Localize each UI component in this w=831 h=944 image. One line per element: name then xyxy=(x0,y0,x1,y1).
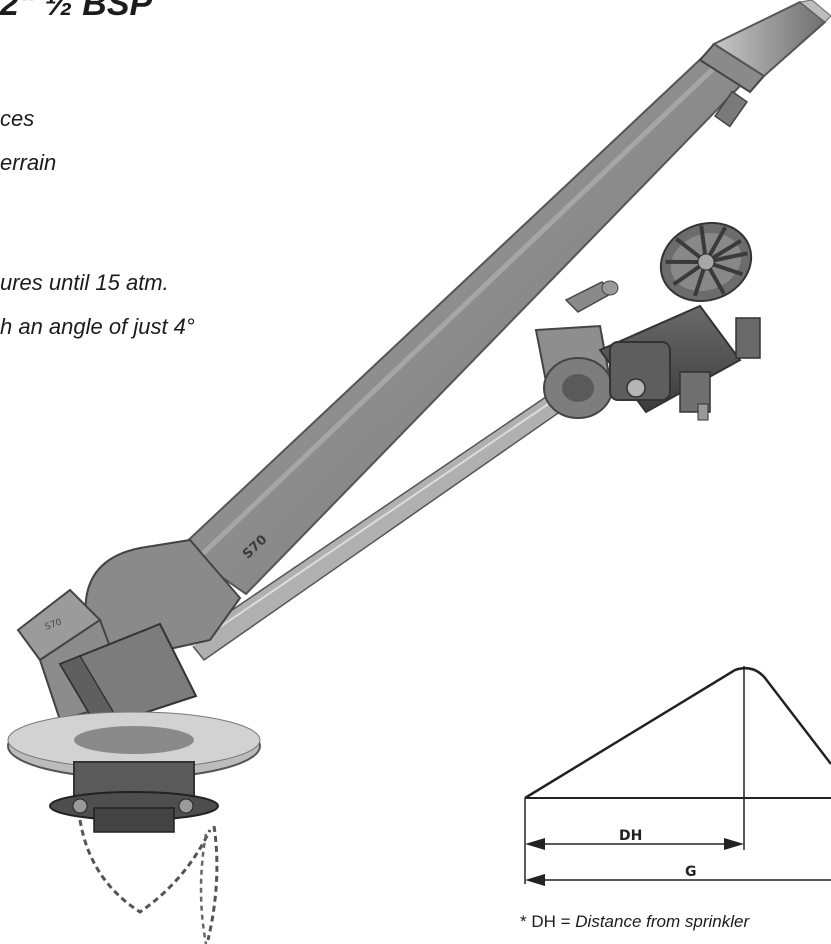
thread-size-heading: 2" ½ BSP xyxy=(0,0,153,23)
feature-text-line-2: errain xyxy=(0,150,57,175)
dh-label: DH xyxy=(619,828,642,844)
diagram-footnote: * DH = Distance from sprinkler xyxy=(520,911,749,933)
g-label: G xyxy=(685,864,697,880)
footnote-definition: Distance from sprinkler xyxy=(575,912,750,931)
throw-profile-diagram: DH G xyxy=(515,650,831,900)
feature-text-line-1: ces xyxy=(0,106,35,131)
feature-text-line-3: ures until 15 atm. xyxy=(0,270,169,295)
feature-text-line-4: h an angle of just 4° xyxy=(0,314,195,339)
footnote-term: * DH = xyxy=(520,912,576,931)
